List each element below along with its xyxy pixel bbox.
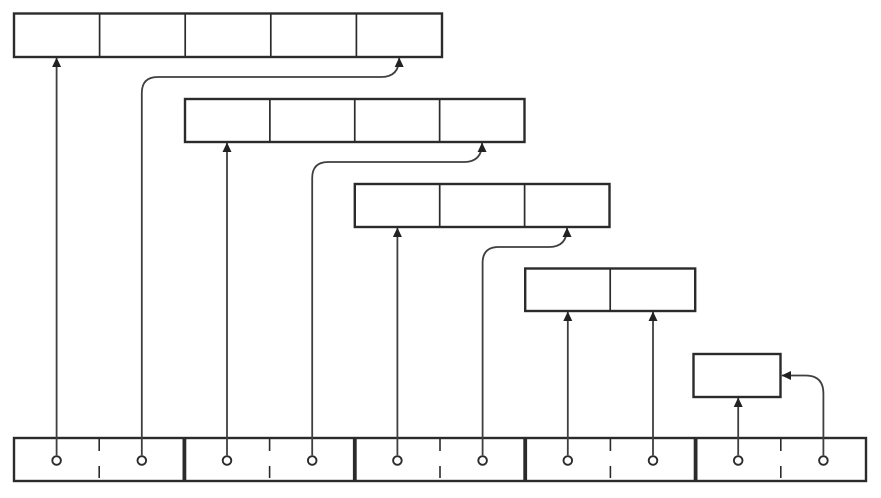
pointer-circle-5 <box>392 455 403 466</box>
pointer-arrows-layer <box>52 57 825 456</box>
pointer-arrow-6 <box>481 227 572 456</box>
block-2-group <box>183 97 526 144</box>
block-3-group <box>353 182 611 229</box>
pointer-circle-8 <box>647 455 659 466</box>
pointer-circle-10 <box>818 455 829 466</box>
block-5-box <box>692 352 782 399</box>
pointer-arrow-4 <box>311 142 487 456</box>
pointer-circle-2 <box>136 455 148 466</box>
pointer-circle-1 <box>51 455 62 466</box>
block-5-group <box>692 352 782 399</box>
pointer-dots-layer <box>51 455 829 466</box>
base-array-layer <box>12 436 868 483</box>
pointer-circle-9 <box>732 455 744 466</box>
pointer-arrow-2 <box>140 57 404 456</box>
block-3-box <box>353 182 611 229</box>
block-1-box <box>12 12 444 59</box>
block-arrays-layer <box>12 12 782 399</box>
pointer-circle-7 <box>562 455 574 466</box>
block-4-group <box>524 267 697 313</box>
pointer-arrow-10 <box>781 371 825 456</box>
pointer-circle-4 <box>306 455 318 466</box>
pointer-circle-6 <box>477 455 488 466</box>
block-1-group <box>12 12 444 59</box>
pointer-circle-3 <box>221 455 233 466</box>
